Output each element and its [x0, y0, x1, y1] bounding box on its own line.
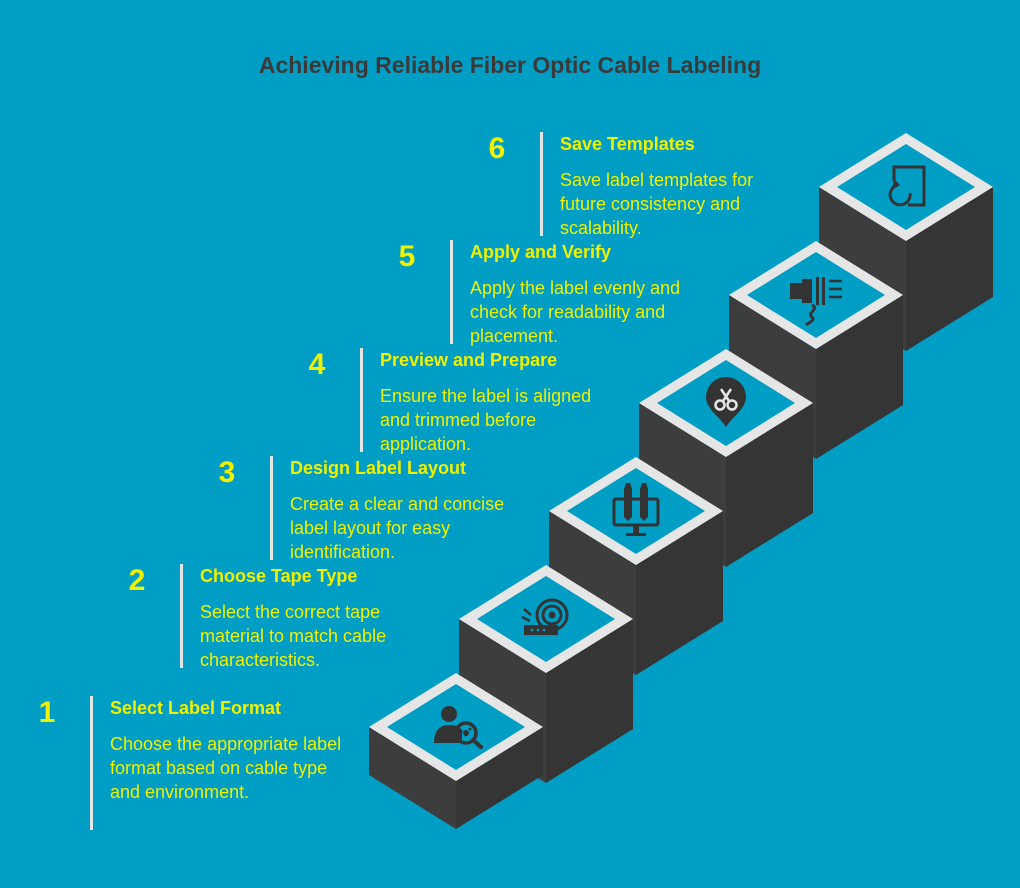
step-top-inner [567, 468, 705, 554]
step-title: Save Templates [560, 134, 695, 154]
step-title: Preview and Prepare [380, 350, 558, 370]
step-title: Apply and Verify [470, 242, 612, 262]
step-description: Ensure the label is aligned and trimmed … [380, 386, 592, 454]
step-number: 1 [38, 696, 56, 729]
step-right-face [906, 187, 993, 351]
step-divider [360, 348, 363, 452]
step-divider [180, 564, 183, 668]
step-left-face [369, 727, 456, 829]
step-right-face [546, 619, 633, 783]
step-divider [450, 240, 453, 344]
step-description: Apply the label evenly and check for rea… [470, 278, 681, 346]
step-number: 3 [218, 456, 236, 489]
step-number: 4 [308, 348, 326, 381]
step-right-face [456, 727, 543, 829]
step-description: Choose the appropriate label format base… [110, 734, 342, 802]
step-description: Save label templates for future consiste… [560, 170, 754, 238]
step-divider [270, 456, 273, 560]
step-description: Create a clear and concise label layout … [290, 494, 505, 562]
save-template-icon [888, 165, 926, 207]
scissors-pin-icon [706, 377, 746, 427]
step-top-inner [477, 576, 615, 662]
cable-plug-icon [790, 277, 842, 327]
page-title: Achieving Reliable Fiber Optic Cable Lab… [258, 52, 762, 78]
step-title: Choose Tape Type [200, 566, 358, 586]
step-number: 5 [398, 240, 416, 273]
step-description: Select the correct tape material to matc… [200, 602, 387, 670]
step-title: Select Label Format [110, 698, 282, 718]
step-right-face [636, 511, 723, 675]
step-divider [90, 696, 93, 830]
step-divider [540, 132, 543, 236]
step-number: 6 [488, 132, 506, 165]
step-number: 2 [128, 564, 146, 597]
step-right-face [726, 403, 813, 567]
step-right-face [816, 295, 903, 459]
design-monitor-icon [612, 483, 660, 536]
tape-roll-icon [521, 598, 569, 635]
step-top-inner [837, 144, 975, 230]
stair-step [459, 565, 633, 783]
person-search-icon [434, 706, 483, 749]
step-title: Design Label Layout [290, 458, 467, 478]
